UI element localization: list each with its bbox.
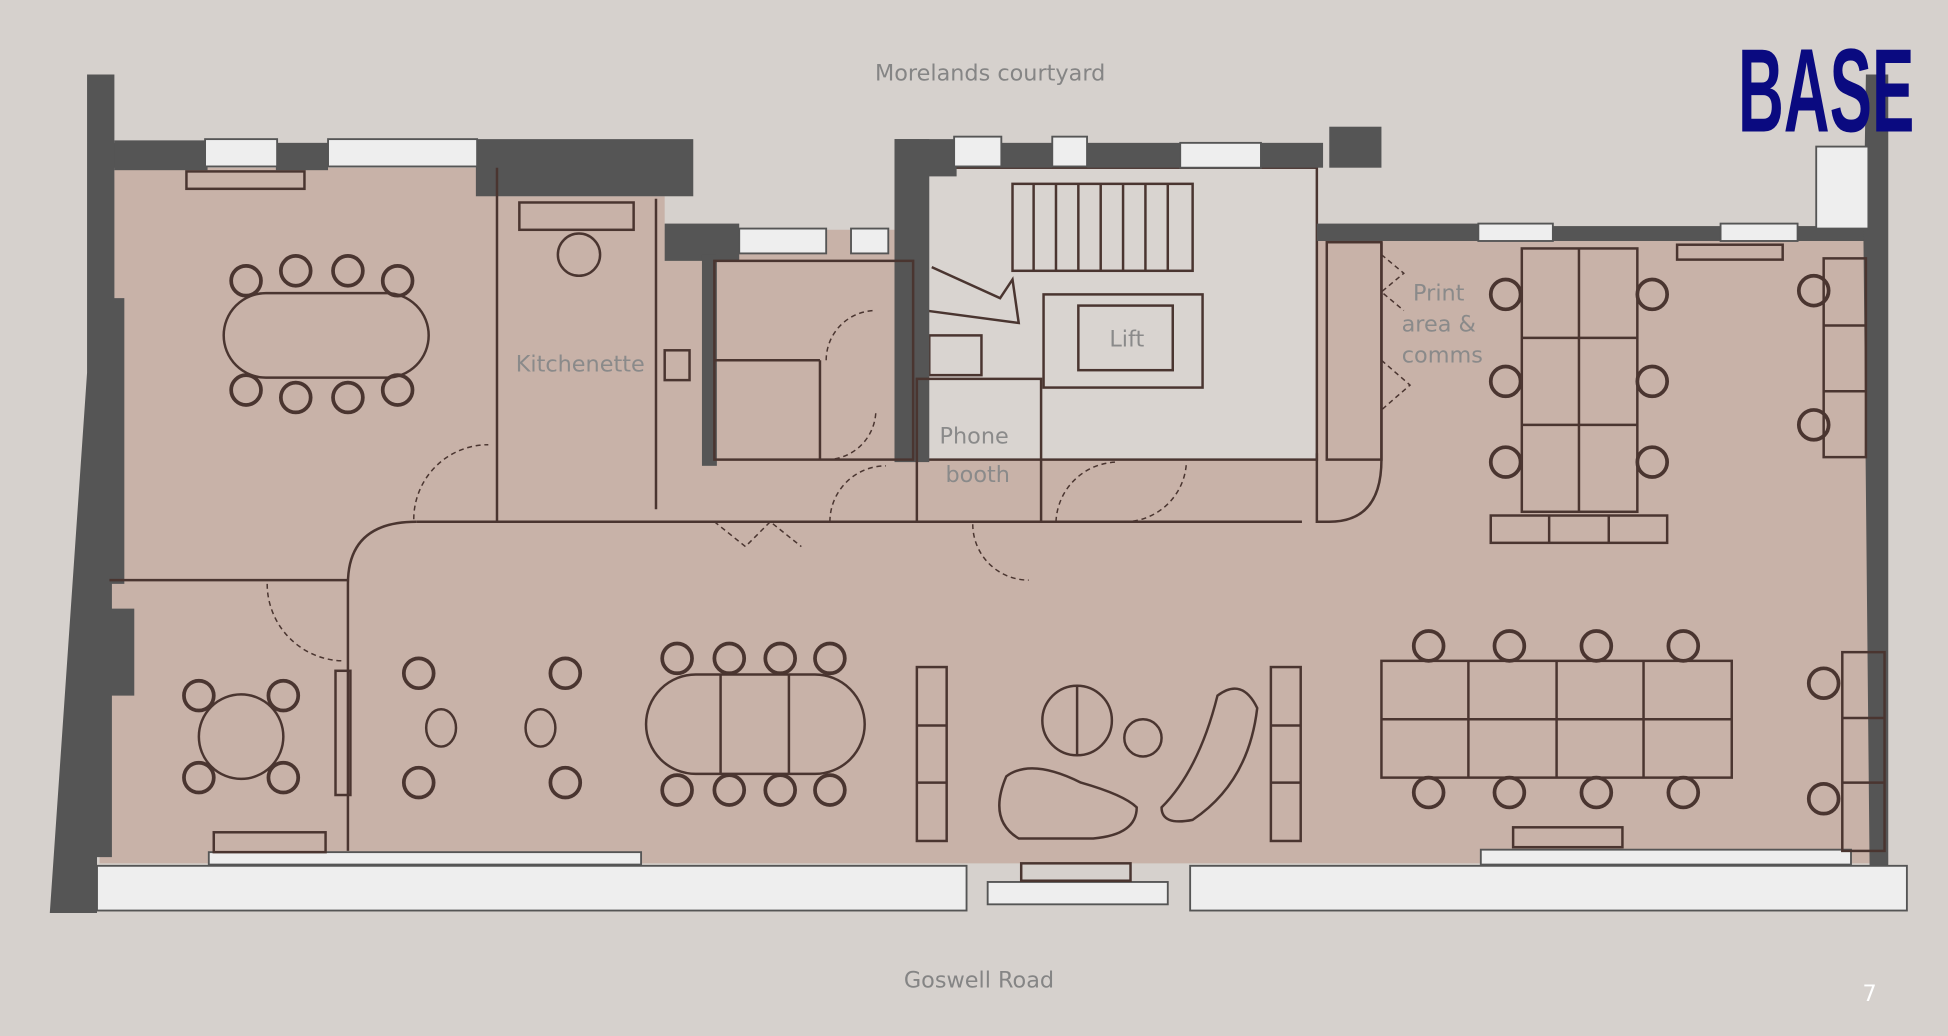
chair [1796, 273, 1831, 308]
chair [278, 380, 313, 415]
chair [266, 760, 301, 795]
chair [548, 656, 583, 691]
chair [1492, 629, 1527, 663]
chair [380, 263, 415, 298]
walls [49, 74, 1907, 914]
chair [229, 373, 263, 407]
chair [1806, 666, 1841, 700]
chair [182, 678, 216, 713]
chair [548, 765, 583, 800]
chair [1666, 629, 1701, 663]
chair [1635, 277, 1670, 312]
chair [1579, 775, 1614, 810]
chairs [182, 254, 1841, 816]
chair [1488, 277, 1523, 312]
chair [1635, 445, 1670, 479]
chair [1492, 775, 1527, 810]
lift-car [1077, 304, 1174, 372]
chair [712, 641, 747, 676]
chair [1635, 364, 1670, 399]
chair [401, 656, 436, 691]
chair [1666, 775, 1701, 810]
chair [763, 773, 797, 807]
chair [331, 380, 365, 415]
chair [1488, 445, 1523, 479]
chair [401, 765, 436, 800]
chair [1488, 364, 1523, 399]
phone-booth-label: Phone booth [940, 423, 1016, 488]
chair [813, 641, 847, 676]
round-table [197, 693, 285, 781]
print-area-label: Print area & comms [1402, 281, 1483, 369]
stairs [925, 182, 1194, 377]
door-swings [266, 254, 1412, 662]
chair [660, 641, 694, 676]
chair [763, 641, 797, 676]
oval-table [644, 673, 866, 776]
chair [660, 773, 694, 807]
chair [712, 773, 747, 807]
page-number: 7 [1863, 981, 1877, 1007]
chair [1796, 408, 1831, 442]
chair [380, 373, 415, 407]
chair [266, 678, 301, 713]
meeting-table [222, 291, 430, 379]
chair [1806, 781, 1841, 816]
chair [1579, 629, 1614, 663]
chair [1411, 775, 1446, 810]
road-label: Goswell Road [904, 968, 1054, 994]
lift-shaft [1042, 293, 1204, 389]
base-logo: BASE [1738, 25, 1914, 158]
partitions [109, 167, 1784, 882]
chair [229, 263, 263, 298]
office-floor [99, 167, 1889, 864]
windows [96, 135, 1908, 912]
chair [1411, 629, 1446, 663]
desk-block-bottom [1380, 659, 1733, 779]
courtyard-label: Morelands courtyard [875, 61, 1105, 87]
chair [278, 254, 313, 288]
kitchenette-label: Kitchenette [516, 351, 645, 377]
lift-label: Lift [1109, 327, 1144, 353]
chair [331, 254, 365, 288]
chair [813, 773, 847, 807]
chair [182, 760, 216, 795]
